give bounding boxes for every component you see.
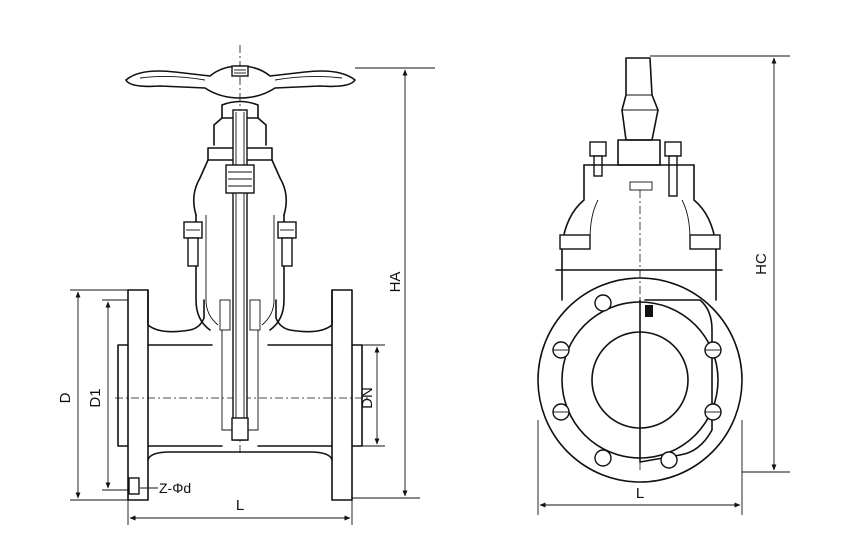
side-top-bolt-left [589, 141, 607, 177]
label-HA: HA [387, 272, 404, 293]
handwheel [125, 65, 356, 99]
dimension-HA: HA [352, 67, 435, 499]
bolt-hole-4 [594, 449, 612, 467]
dimension-HC: HC [650, 55, 790, 473]
label-L-front: L [236, 497, 244, 514]
side-top-bolt-right [664, 141, 682, 197]
dimension-D: D [57, 289, 128, 501]
stem-cap [617, 57, 661, 166]
dimension-L-front: L [127, 497, 353, 525]
side-bolt-holes [552, 294, 722, 469]
label-D1: D1 [87, 388, 104, 407]
side-flange [537, 277, 743, 483]
dimension-L-side: L [537, 420, 743, 515]
bolt-hole-1 [594, 294, 612, 312]
bonnet-bolt-right [277, 221, 297, 267]
front-view: D D1 DN HA L [57, 45, 435, 525]
dimension-D1: D1 [87, 299, 128, 491]
label-bolt: Z-Φd [159, 480, 191, 496]
side-view: HC L [537, 55, 790, 515]
bolt-hole-5 [660, 451, 678, 469]
bonnet-bolt-left [183, 221, 203, 267]
bonnet [192, 100, 288, 441]
label-L-side: L [636, 485, 644, 502]
side-bonnet [555, 164, 723, 301]
label-DN: DN [359, 387, 376, 409]
label-D: D [57, 392, 74, 403]
bolt-note: Z-Φd [140, 480, 191, 496]
dimension-DN: DN [359, 344, 385, 447]
label-HC: HC [753, 253, 770, 275]
